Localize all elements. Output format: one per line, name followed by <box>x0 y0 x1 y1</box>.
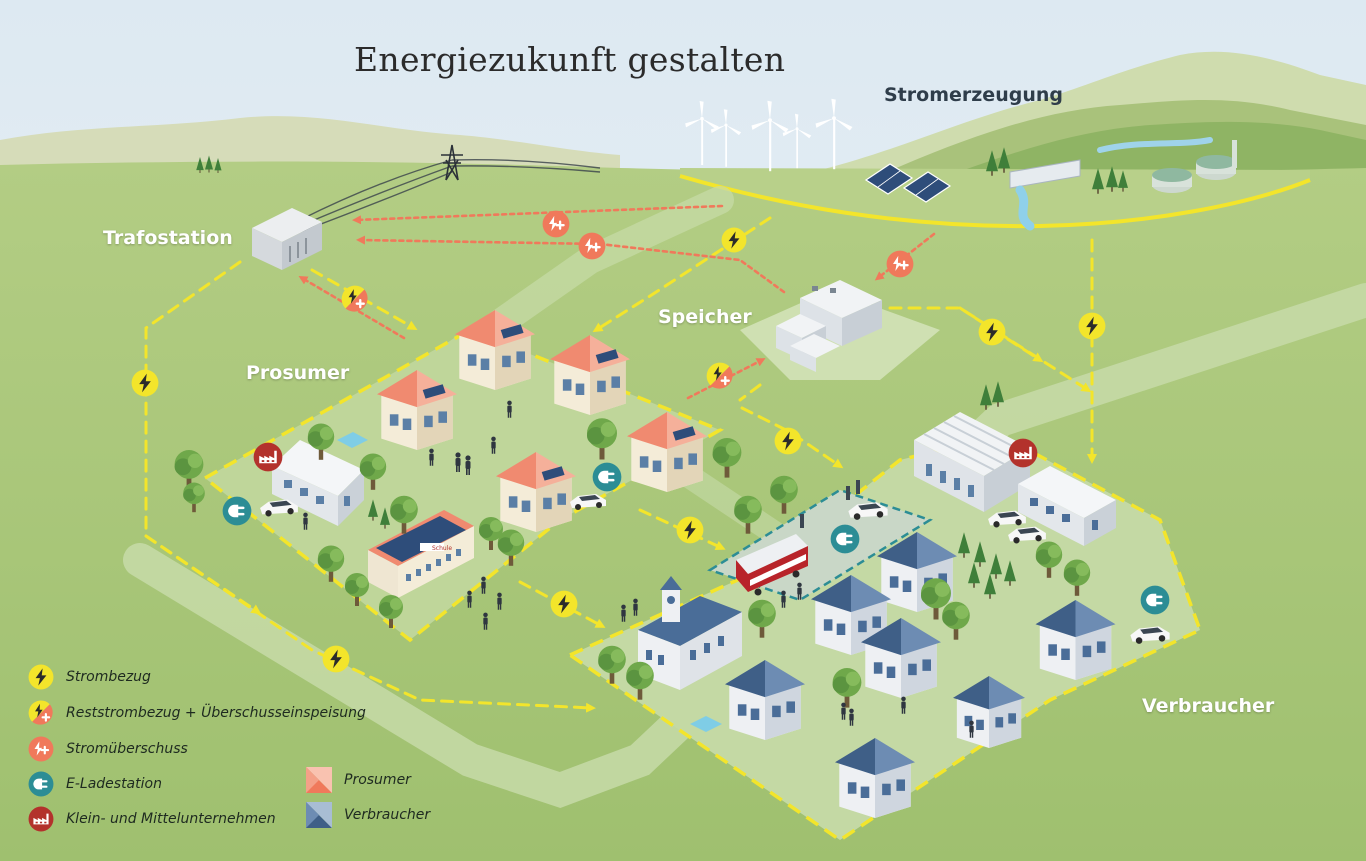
legend-item-strombezug: Strombezug <box>28 664 151 690</box>
legend-label: Stromüberschuss <box>66 741 188 757</box>
legend-item-unternehmen: Klein- und Mittelunternehmen <box>28 806 276 832</box>
legend-item-e-ladestation: E-Ladestation <box>28 771 162 797</box>
label-verbraucher: Verbraucher <box>1142 695 1275 717</box>
lightning-plus-icon <box>28 736 54 762</box>
label-stromerzeugung: Stromerzeugung <box>884 84 1063 106</box>
legend-label: Verbraucher <box>344 807 431 823</box>
label-prosumer: Prosumer <box>246 362 350 384</box>
ev-plug-icon <box>28 771 54 797</box>
legend: Strombezug Reststrombezug + Überschussei… <box>28 660 468 840</box>
legend-item-prosumer: Prosumer <box>306 767 411 793</box>
legend-label: Strombezug <box>66 669 151 685</box>
factory-icon <box>28 806 54 832</box>
legend-label: Klein- und Mittelunternehmen <box>66 811 276 827</box>
label-trafostation: Trafostation <box>103 227 233 249</box>
legend-label: Reststrombezug + Überschusseinspeisung <box>66 705 366 721</box>
legend-label: Prosumer <box>344 772 411 788</box>
legend-item-verbraucher: Verbraucher <box>306 802 430 828</box>
label-speicher: Speicher <box>658 306 752 328</box>
legend-item-stromueberschuss: Stromüberschuss <box>28 736 188 762</box>
prosumer-tile-icon <box>306 767 332 793</box>
lightning-icon <box>28 664 54 690</box>
lightning-plus-split-icon <box>28 700 54 726</box>
school-sign: Schule <box>432 545 452 552</box>
legend-item-reststrombezug: Reststrombezug + Überschusseinspeisung <box>28 700 366 726</box>
legend-label: E-Ladestation <box>66 776 162 792</box>
consumer-tile-icon <box>306 802 332 828</box>
page-title: Energiezukunft gestalten <box>354 40 786 79</box>
